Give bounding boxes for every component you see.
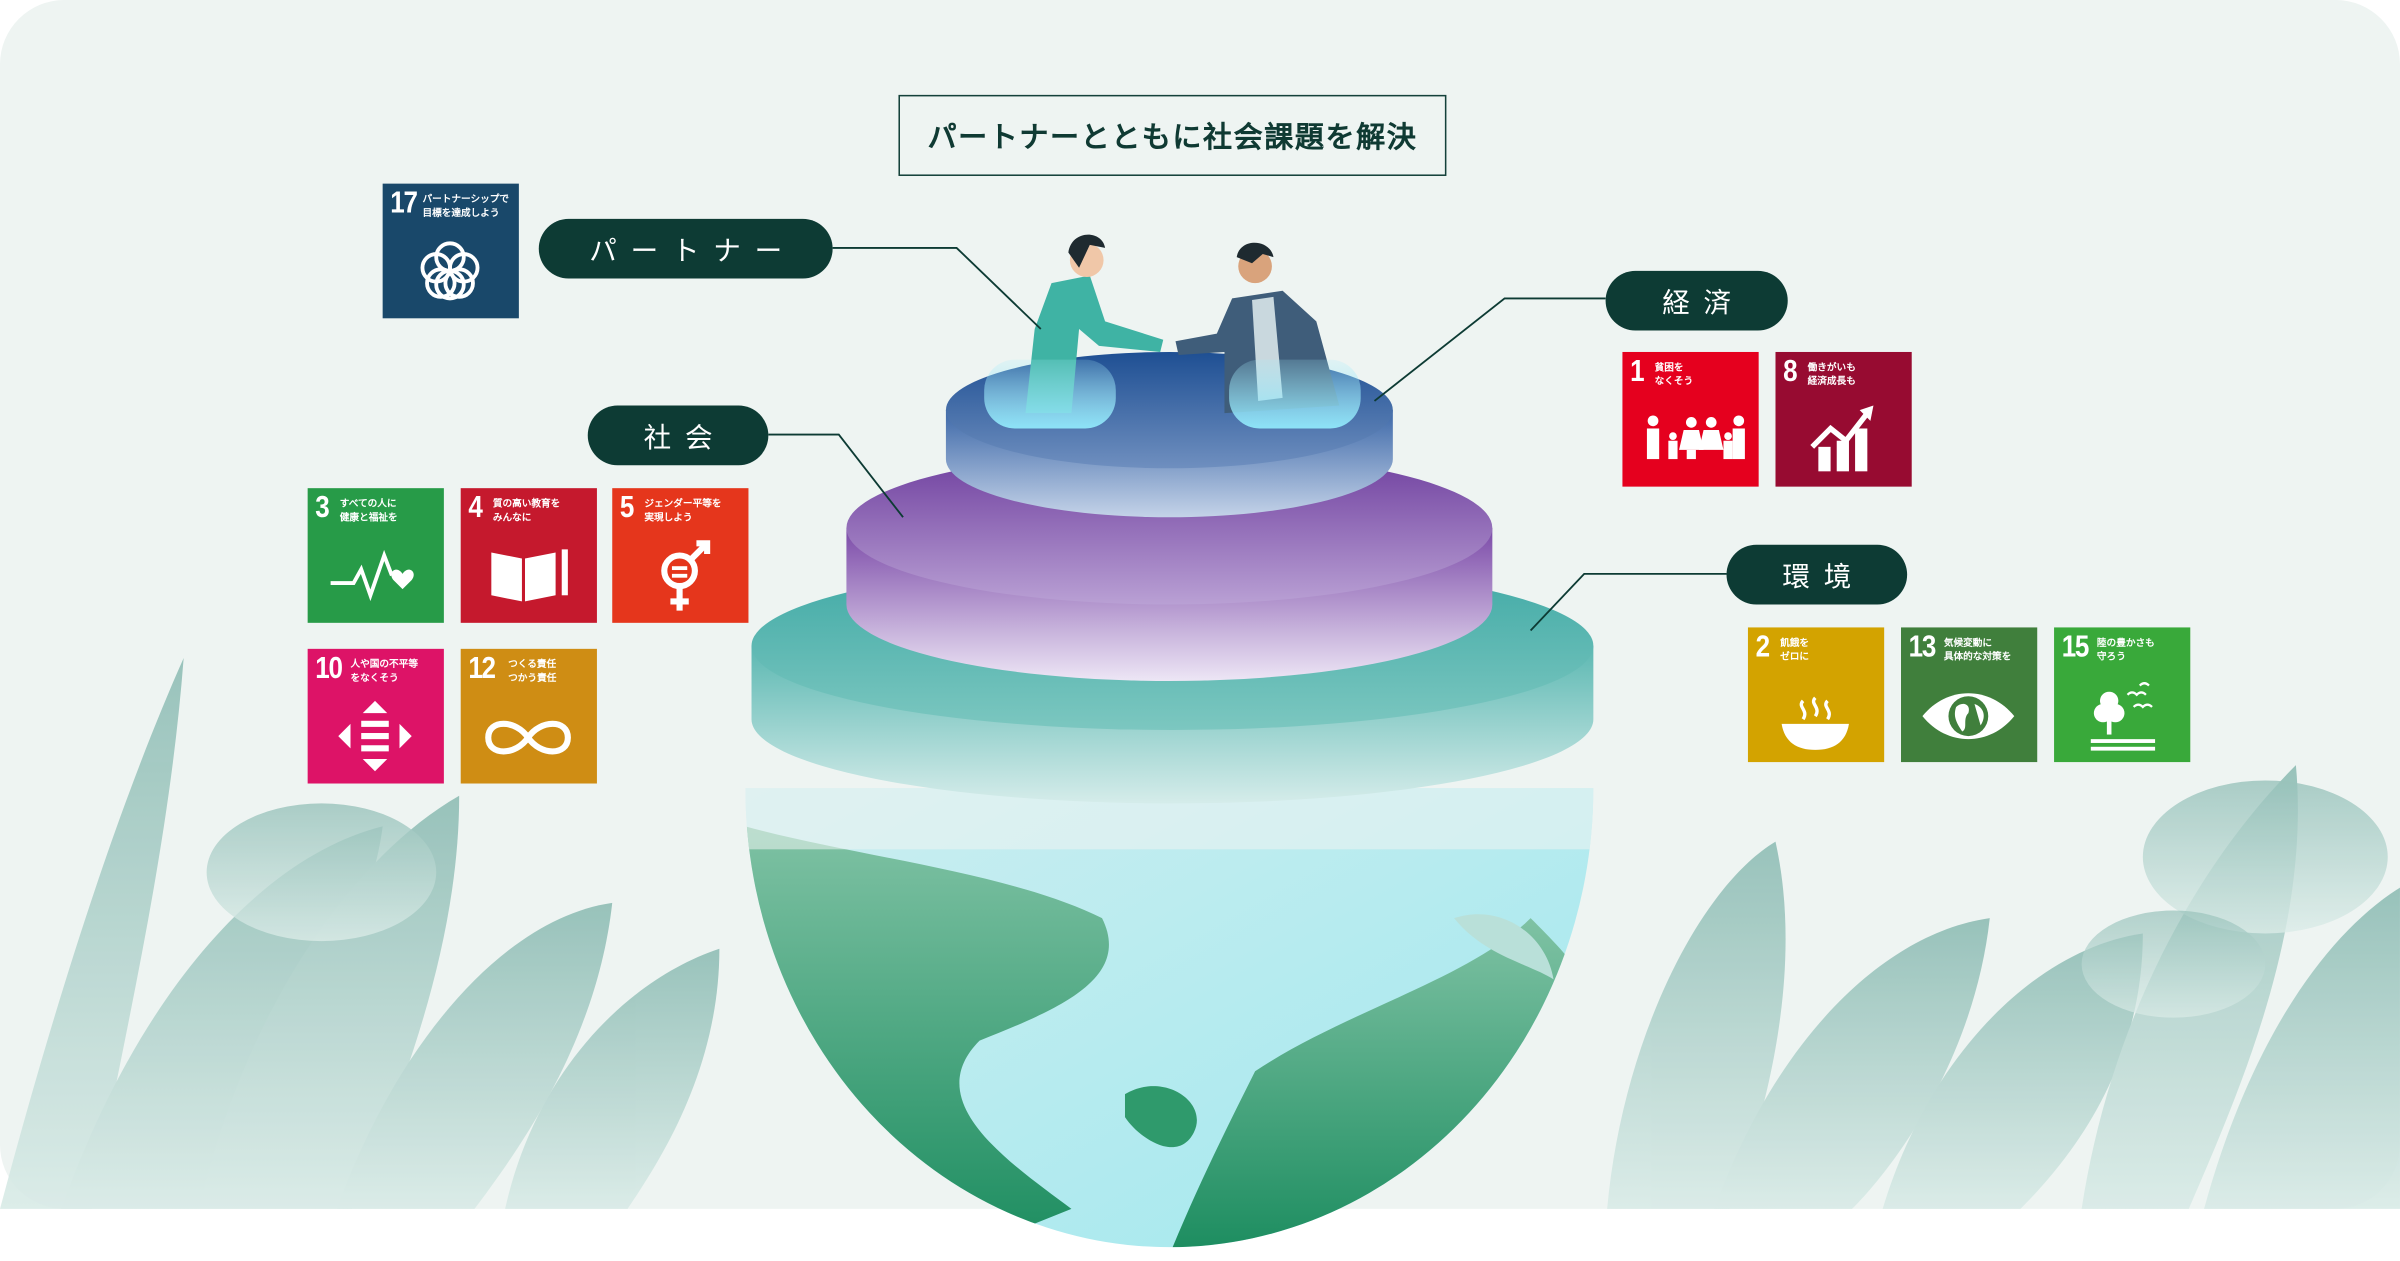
sdg-17-tile: 17 パートナーシップで 目標を達成しよう — [382, 183, 519, 319]
connector-partner — [832, 246, 1042, 330]
infinity-icon — [485, 720, 571, 755]
family-icon — [1646, 415, 1745, 460]
earth-eye-icon — [1922, 693, 2015, 740]
sdg-12-tile: 12 つくる責任 つかう責任 — [460, 648, 597, 784]
category-environment: 環境 — [1726, 544, 1908, 605]
sdg-4-tile: 4 質の高い教育を みんなに — [460, 488, 597, 623]
connector-society — [768, 433, 904, 518]
heartbeat-icon — [330, 549, 414, 602]
tree-birds-icon — [2090, 682, 2156, 751]
arrows-equal-icon — [338, 700, 412, 772]
sdg-13-tile: 13 気候変動に 具体的な対策を — [1901, 627, 2038, 763]
earth-globe — [745, 788, 1594, 1248]
sdg-1-tile: 1 貧困を なくそう — [1622, 351, 1759, 487]
sdg-2-tile: 2 飢餓を ゼロに — [1747, 627, 1885, 763]
flower-rings-icon — [420, 241, 480, 301]
sdg-8-tile: 8 働きがいも 経済成長も — [1775, 351, 1912, 487]
category-economy: 経済 — [1605, 270, 1788, 331]
sdg-10-tile: 10 人や国の不平等 をなくそう — [307, 648, 444, 784]
connector-environment — [1529, 572, 1727, 632]
book-pencil-icon — [491, 549, 568, 602]
bowl-icon — [1781, 696, 1849, 750]
sdg-3-tile: 3 すべての人に 健康と福祉を — [307, 488, 444, 623]
sdg-15-tile: 15 陸の豊かさも 守ろう — [2054, 627, 2191, 763]
connector-lines — [768, 246, 1727, 632]
category-society: 社会 — [587, 405, 769, 466]
category-partner: パートナー — [538, 218, 833, 279]
growth-chart-icon — [1810, 405, 1874, 472]
gender-equality-icon — [661, 540, 711, 611]
handshake-people-illustration — [984, 234, 1361, 429]
foliage — [0, 658, 2400, 1209]
connector-economy — [1373, 297, 1606, 402]
page-title: パートナーとともに社会課題を解決 — [898, 94, 1447, 176]
sdg-5-tile: 5 ジェンダー平等を 実現しよう — [612, 488, 749, 623]
